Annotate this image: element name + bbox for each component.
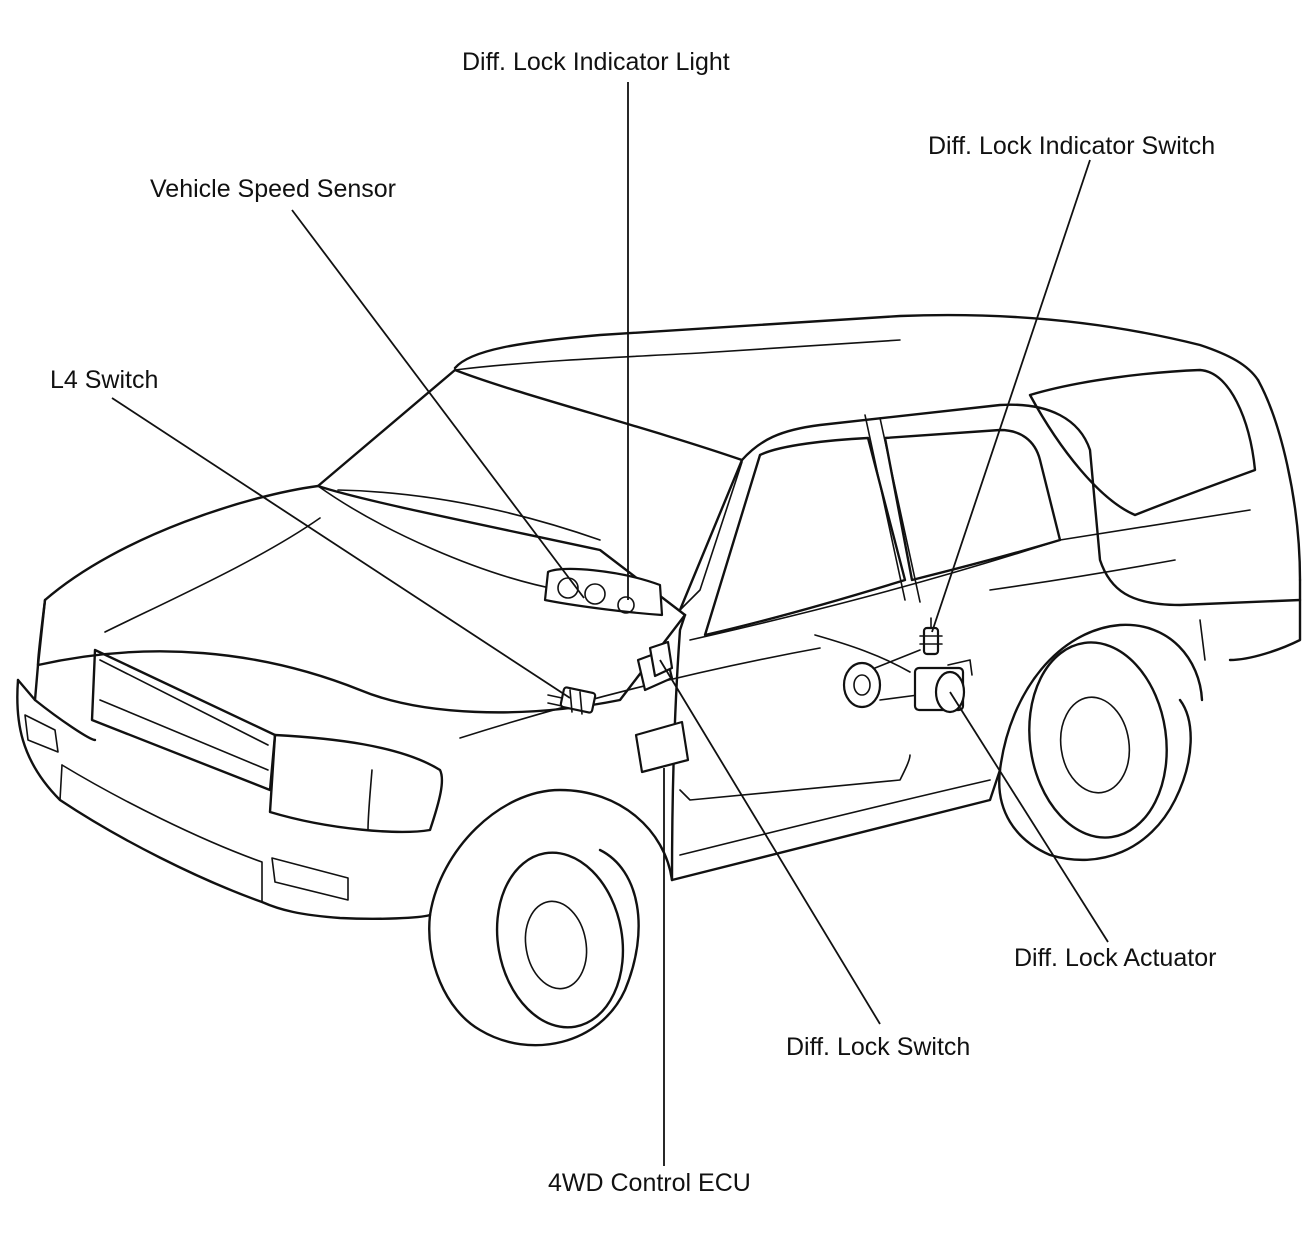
l4-switch-part [547,686,597,715]
leader-diff-lock-switch [659,659,881,1025]
label-vehicle-speed-sensor: Vehicle Speed Sensor [150,175,396,203]
leader-l4-switch [111,397,571,699]
ecu-4wd-part [634,720,690,774]
leader-actuator [949,691,1109,943]
diff-lock-indicator-switch-part [919,617,943,656]
label-l4-switch: L4 Switch [50,366,158,394]
leader-speed-sensor [291,209,585,599]
leader-lines [111,82,1109,1166]
label-diff-lock-switch: Diff. Lock Switch [786,1033,970,1061]
label-diff-lock-indicator-switch: Diff. Lock Indicator Switch [928,132,1215,160]
leader-indicator-switch [931,159,1091,633]
label-4wd-control-ecu: 4WD Control ECU [548,1169,751,1197]
diff-lock-switch-part [636,640,674,692]
label-diff-lock-indicator-light: Diff. Lock Indicator Light [462,48,730,76]
vehicle-illustration [16,313,1302,1047]
indicator-light-cluster [543,567,664,617]
label-diff-lock-actuator: Diff. Lock Actuator [1014,944,1216,972]
diff-lock-actuator-part [842,649,973,714]
callout-labels: Diff. Lock Indicator Light Diff. Lock In… [50,48,1216,1197]
